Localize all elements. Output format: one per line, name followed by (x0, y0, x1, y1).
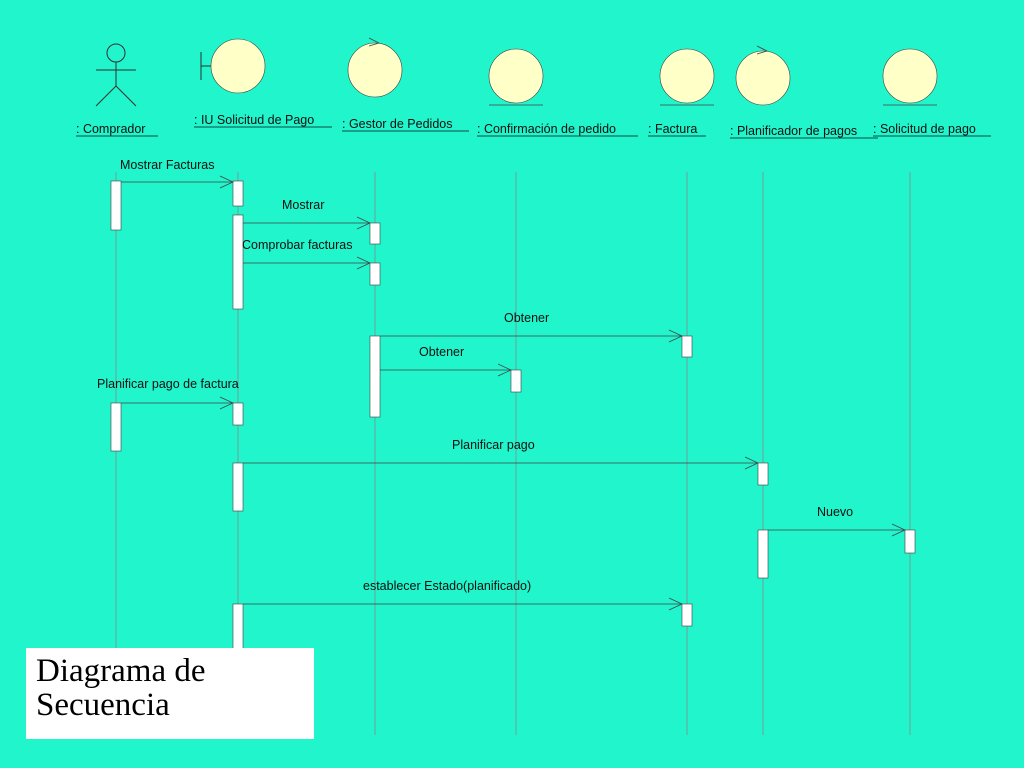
object-name-iu: : IU Solicitud de Pago (194, 113, 314, 127)
message-arrow: Planificar pago (243, 438, 759, 470)
object-confirmacion: : Confirmación de pedido (477, 48, 638, 137)
message-arrow: establecer Estado(planificado) (243, 579, 683, 611)
message-arrow: Obtener (380, 311, 683, 343)
activation-bar-planificador (757, 462, 769, 486)
activation-bar-iu (232, 180, 244, 207)
message-arrow: Mostrar Facturas (120, 158, 234, 189)
activation-bar-solicitud (904, 529, 916, 554)
object-gestor: : Gestor de Pedidos (342, 37, 469, 132)
activation-bar-confirmacion (510, 369, 522, 393)
message-arrow: Planificar pago de factura (97, 377, 239, 410)
activation-bar-iu (232, 603, 244, 651)
activation-bar-factura (681, 335, 693, 358)
activation-bar-planificador (757, 529, 769, 579)
boundary-icon (200, 38, 266, 94)
message-label: Nuevo (817, 505, 853, 519)
message-label: Obtener (504, 311, 549, 325)
message-arrow: Nuevo (768, 505, 906, 537)
message-arrow: Mostrar (243, 198, 371, 230)
entity-icon (882, 48, 938, 106)
activation-bar-gestor (369, 222, 381, 245)
activation-bar-comprador (110, 402, 122, 452)
message-arrow: Comprobar facturas (242, 238, 371, 270)
object-name-gestor: : Gestor de Pedidos (342, 117, 452, 131)
activation-bar-iu (232, 402, 244, 426)
object-solicitud: : Solicitud de pago (873, 48, 991, 137)
message-label: Planificar pago (452, 438, 535, 452)
message-label: Planificar pago de factura (97, 377, 239, 391)
object-name-planificador: : Planificador de pagos (730, 124, 857, 138)
object-factura: : Factura (648, 48, 715, 137)
object-name-confirmacion: : Confirmación de pedido (477, 122, 616, 136)
activation-bar-iu (232, 462, 244, 512)
activation-bar-gestor (369, 335, 381, 418)
object-name-factura: : Factura (648, 122, 697, 136)
object-name-comprador: : Comprador (76, 122, 145, 136)
message-arrow: Obtener (380, 345, 512, 377)
control-icon (735, 45, 791, 106)
message-label: Mostrar Facturas (120, 158, 214, 172)
object-comprador: : Comprador (76, 43, 158, 137)
diagram-title-line2: Secuencia (36, 687, 170, 723)
activation-bar-comprador (110, 180, 122, 231)
actor-icon (95, 43, 137, 107)
diagram-title: Diagrama de Secuencia (26, 648, 314, 739)
message-label: Comprobar facturas (242, 238, 352, 252)
object-iu: : IU Solicitud de Pago (194, 38, 332, 128)
entity-icon (488, 48, 544, 106)
control-icon (347, 37, 403, 98)
activation-bar-iu (232, 214, 244, 310)
message-label: Obtener (419, 345, 464, 359)
activation-bar-gestor (369, 262, 381, 286)
entity-icon (659, 48, 715, 106)
message-label: Mostrar (282, 198, 324, 212)
activation-bar-factura (681, 603, 693, 627)
diagram-title-line1: Diagrama de (36, 653, 206, 689)
object-name-solicitud: : Solicitud de pago (873, 122, 976, 136)
object-planificador: : Planificador de pagos (730, 45, 878, 139)
message-label: establecer Estado(planificado) (363, 579, 531, 593)
